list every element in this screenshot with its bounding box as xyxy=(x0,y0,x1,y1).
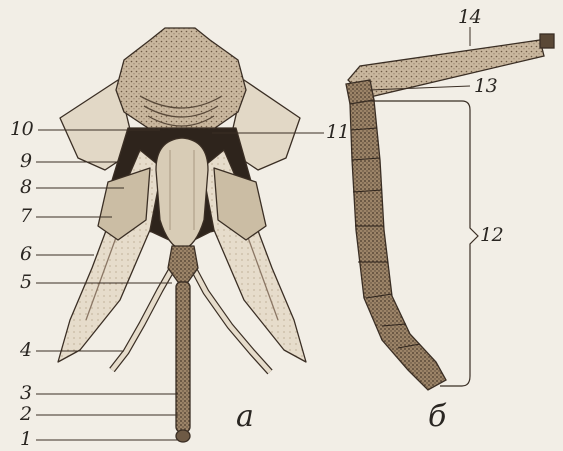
label-2: 2 xyxy=(20,405,32,424)
label-11: 11 xyxy=(326,123,349,142)
label-7: 7 xyxy=(20,207,32,226)
label-1: 1 xyxy=(20,430,32,449)
label-10: 10 xyxy=(10,120,33,139)
proboscis xyxy=(176,282,190,432)
label-4: 4 xyxy=(20,341,32,360)
proboscis-tip xyxy=(176,430,190,442)
antenna-segment-12 xyxy=(350,100,446,390)
panel-letter-a: а xyxy=(236,402,253,432)
label-14: 14 xyxy=(458,8,481,27)
label-9: 9 xyxy=(20,152,32,171)
label-12: 12 xyxy=(480,226,503,245)
panel-letter-b: б xyxy=(428,402,446,432)
label-13: 13 xyxy=(474,77,497,96)
panel-b-drawing xyxy=(346,34,554,390)
label-6: 6 xyxy=(20,245,32,264)
labium-base xyxy=(168,246,198,282)
label-3: 3 xyxy=(20,384,32,403)
head-capsule xyxy=(116,28,246,134)
label-5: 5 xyxy=(20,273,32,292)
panel-a-drawing xyxy=(58,28,306,442)
label-8: 8 xyxy=(20,178,32,197)
